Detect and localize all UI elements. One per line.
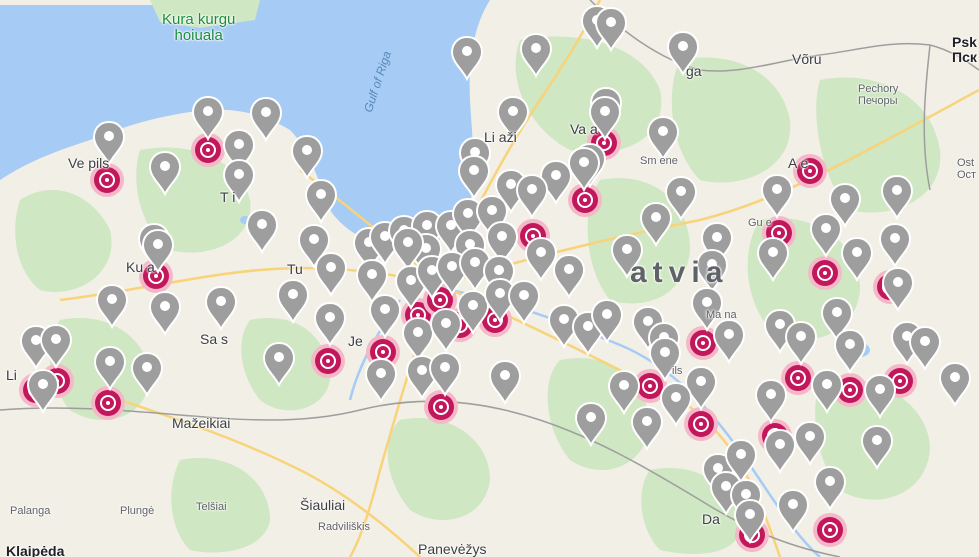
city-label-jekabpils: ils <box>672 365 683 377</box>
city-label-panevezys: Panevėžys <box>418 541 487 557</box>
charging-station-pin-icon[interactable] <box>812 512 848 548</box>
city-label-ost-cyr: Ост <box>957 169 977 181</box>
city-label-smiltene: Sm ene <box>640 155 678 167</box>
city-label-telsiai: Telšiai <box>196 501 227 513</box>
city-label-valmiera: Va a <box>570 121 598 137</box>
park-area <box>150 0 260 28</box>
city-label-kuldiga: Ku a <box>126 259 155 275</box>
city-label-madona: Ma na <box>706 309 737 321</box>
city-label-liepaja: Li <box>6 367 17 383</box>
city-label-pskov-cyr: Пск <box>952 49 977 65</box>
city-label-pechory-cyr: Печоры <box>858 95 898 107</box>
charging-station-pin-icon[interactable] <box>423 389 459 425</box>
city-label-ventspils: Ve pils <box>68 155 110 171</box>
country-label: atvia <box>630 256 729 289</box>
city-label-saldus: Sa s <box>200 331 229 347</box>
city-label-klaipeda: Klaipėda <box>6 543 65 557</box>
city-label-tukums: Tu <box>287 261 303 277</box>
city-label-plunge: Plungė <box>120 505 155 517</box>
city-label-talsi: T i <box>220 189 236 205</box>
city-label-gulbene: Gu e <box>748 217 772 229</box>
city-label-palanga: Palanga <box>10 505 51 517</box>
charging-station-pin-icon[interactable] <box>90 385 126 421</box>
city-label-limbazi: Li aži <box>484 129 517 145</box>
city-label-mazeikiai: Mažeikiai <box>172 415 231 431</box>
city-label-valga: ga <box>686 63 702 79</box>
city-label-aluksne: A e <box>788 155 809 171</box>
city-label-voru: Võru <box>792 51 822 67</box>
city-label-pskov: Psk <box>952 34 977 50</box>
estonia-land <box>590 0 979 40</box>
city-label-ost: Ost <box>957 157 975 169</box>
city-label-jelgava: Je <box>348 333 363 349</box>
city-label-pechory: Pechory <box>858 83 899 95</box>
city-label-radviliskis: Radviliškis <box>318 521 370 533</box>
charging-station-pin-icon[interactable] <box>683 406 719 442</box>
charging-station-pin-icon[interactable] <box>807 255 843 291</box>
city-label-daugavpils: Da <box>702 511 720 527</box>
city-label-siauliai: Šiauliai <box>300 497 346 513</box>
charging-station-pin-icon[interactable] <box>310 343 346 379</box>
